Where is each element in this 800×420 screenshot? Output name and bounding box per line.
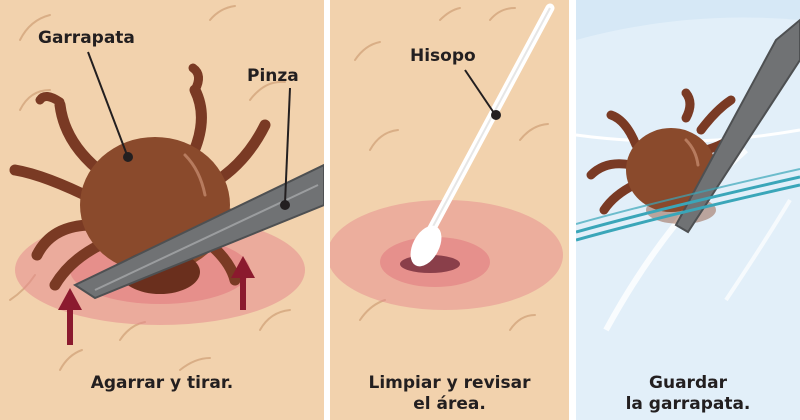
tweezers-label: Pinza [247,68,299,85]
panel-2-caption: Limpiar y revisar el área. [330,373,569,415]
swab-label: Hisopo [410,48,476,65]
panel-3-caption: Guardar la garrapata. [576,373,800,415]
panel-3-illustration [576,0,800,420]
caption-line: Guardar [576,373,800,394]
swab-pointer-dot [491,110,501,120]
panel-1-caption: Agarrar y tirar. [0,373,324,394]
tweezers-pointer-dot [280,200,290,210]
tick-label: Garrapata [38,30,135,47]
caption-line: el área. [330,394,569,415]
tick-pointer-dot [123,152,133,162]
panel-save-tick: Guardar la garrapata. [576,0,800,420]
panel-1-illustration [0,0,324,420]
caption-line: Agarrar y tirar. [0,373,324,394]
caption-line: la garrapata. [576,394,800,415]
caption-line: Limpiar y revisar [330,373,569,394]
panel-clean-and-check: Hisopo Limpiar y revisar el área. [330,0,569,420]
panel-grab-and-pull: Garrapata Pinza Agarrar y tirar. [0,0,324,420]
